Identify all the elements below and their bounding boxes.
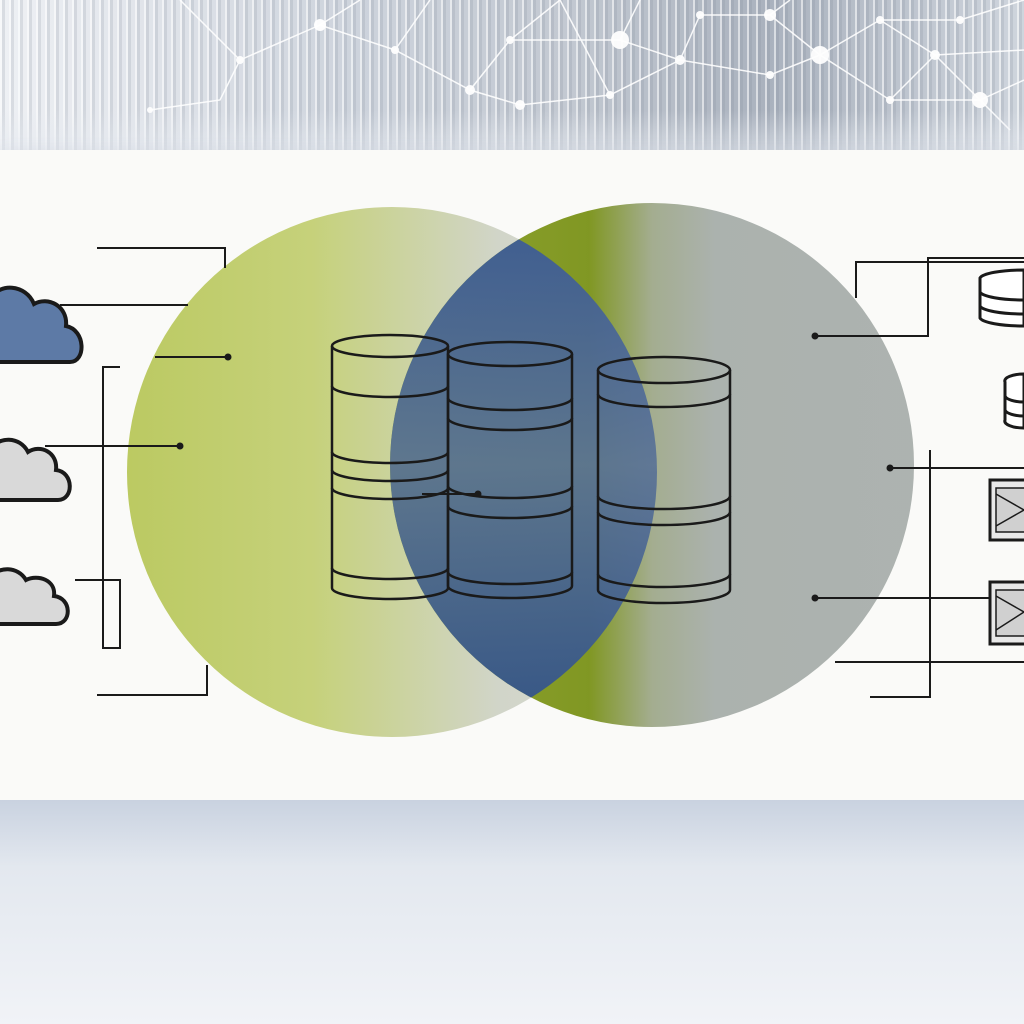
- server-icon: [988, 478, 1024, 542]
- server-icon: [988, 580, 1024, 646]
- database-icon: [1003, 372, 1024, 430]
- floor: [0, 800, 1024, 1024]
- banner-fade: [0, 110, 1024, 150]
- cloud-icon: [0, 437, 72, 502]
- cloud-icon: [0, 285, 84, 364]
- cloud-icon: [0, 567, 70, 626]
- left-connector-dots: [176, 353, 232, 450]
- database-icon: [446, 340, 574, 600]
- right-connectors: [815, 257, 1024, 698]
- network-graph: [147, 0, 1024, 131]
- database-icon: [596, 355, 732, 605]
- overlap-region: [390, 207, 657, 727]
- database-icon: [978, 268, 1024, 328]
- left-connectors: [45, 247, 228, 696]
- data-center-banner: [0, 0, 1024, 150]
